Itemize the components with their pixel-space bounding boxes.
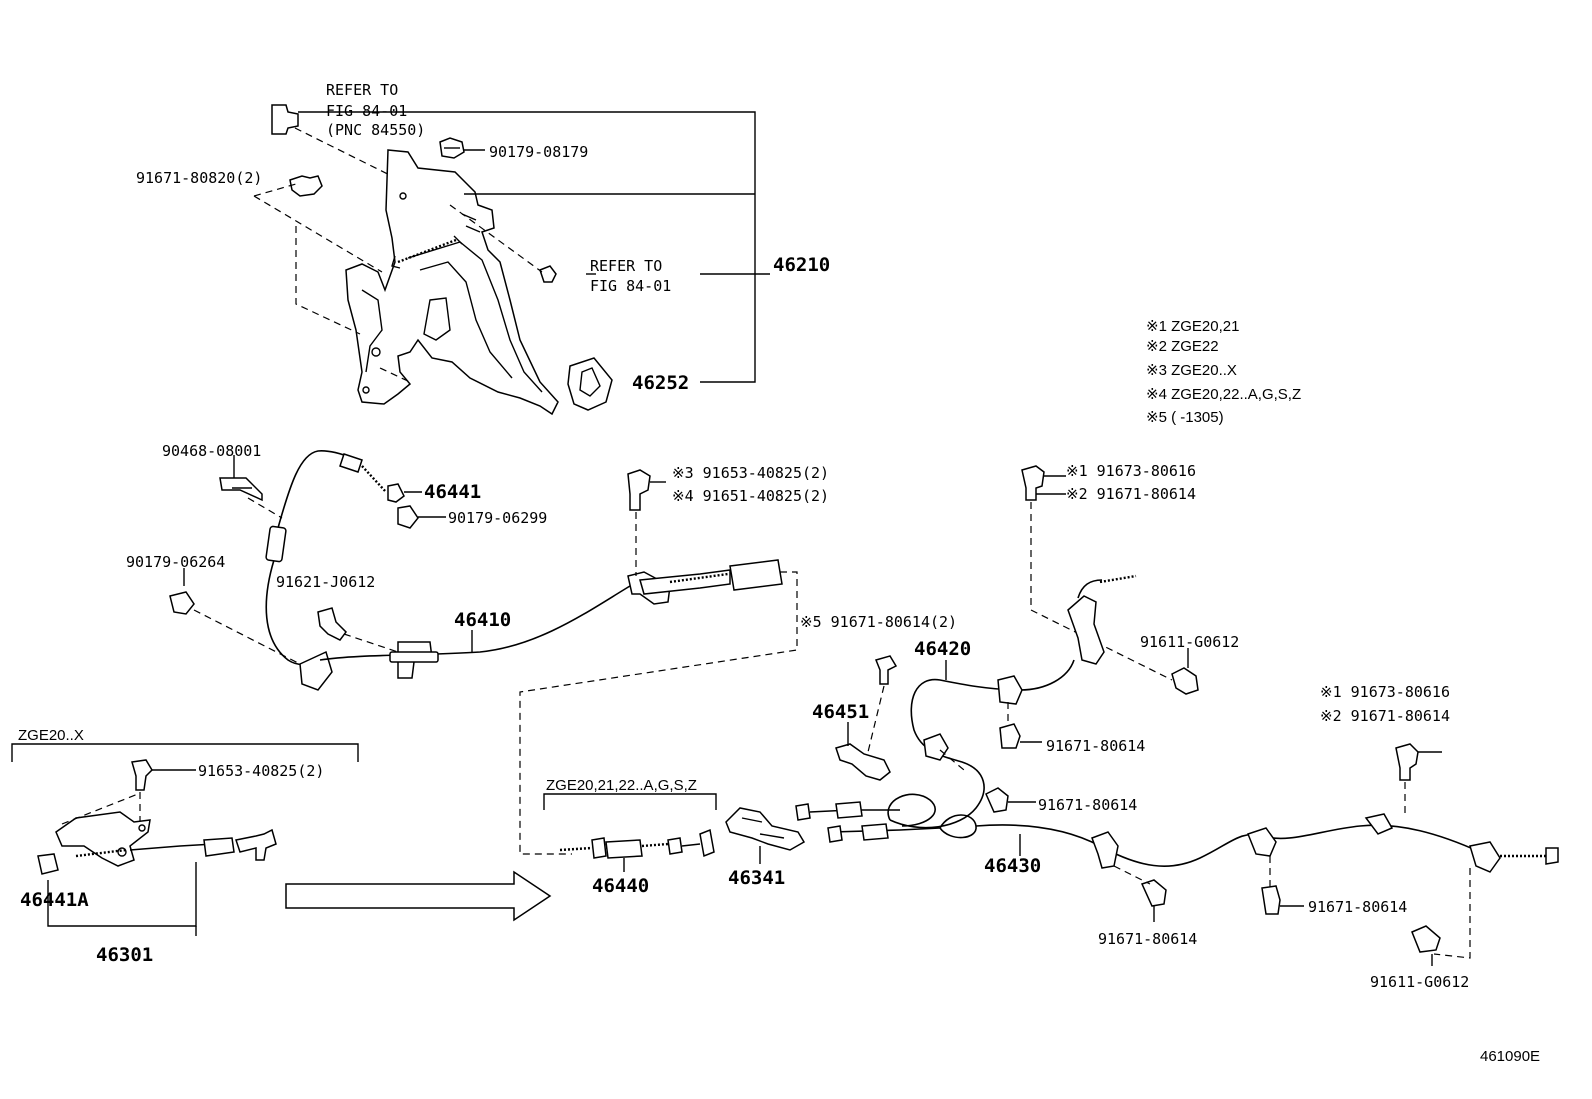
part-91671-80614-label-c: 91671-80614 (1098, 930, 1197, 948)
illustration-code: 461090E (1480, 1048, 1540, 1065)
part-46301-label: 46301 (96, 944, 153, 966)
part-91671-80614-label-a: 91671-80614 (1046, 737, 1145, 755)
part-46341-label: 46341 (728, 867, 785, 889)
part-90468-08001-label: 90468-08001 (162, 442, 261, 460)
part-46440-label: 46440 (592, 875, 649, 897)
part-91611-G0612-label: 91611-G0612 (1140, 633, 1239, 651)
left-group-labels: ZGE20..X 91653-40825(2) 46441A 46301 (18, 727, 324, 966)
refer-to-label-1b: FIG 84-01 (326, 102, 407, 120)
part-91671-80614-note2-label: ※2 91671-80614 (1066, 485, 1196, 503)
part-90179-06264-label: 90179-06264 (126, 553, 225, 571)
legend-note-4: ※4 ZGE20,22..A,G,S,Z (1146, 386, 1301, 403)
part-91671-80614-label-b: 91671-80614 (1038, 796, 1137, 814)
part-91671-80614-note5-label: ※5 91671-80614(2) (800, 613, 957, 631)
part-46210-label: 46210 (773, 254, 830, 276)
part-46441A-label: 46441A (20, 889, 89, 911)
part-46410-label: 46410 (454, 609, 511, 631)
refer-to-label-1c: (PNC 84550) (326, 121, 425, 139)
legend-note-2: ※2 ZGE22 (1146, 338, 1219, 355)
mid-group-labels: ZGE20,21,22..A,G,S,Z 46440 46341 (546, 777, 785, 897)
part-46451-label: 46451 (812, 701, 869, 723)
legend-notes: ※1 ZGE20,21 ※2 ZGE22 ※3 ZGE20..X ※4 ZGE2… (1146, 318, 1301, 426)
rear-cable-labels: ※1 91673-80616 ※2 91671-80614 91611-G061… (812, 462, 1469, 991)
pedal-assembly (253, 104, 770, 416)
legend-note-1: ※1 ZGE20,21 (1146, 318, 1239, 335)
mid-group (543, 793, 806, 872)
part-46420-label: 46420 (914, 638, 971, 660)
part-91673-80616-note1-label-right: ※1 91673-80616 (1320, 683, 1450, 701)
part-91653-40825-label: 91653-40825(2) (198, 762, 324, 780)
part-46430-label: 46430 (984, 855, 1041, 877)
part-91621-J0612-label: 91621-J0612 (276, 573, 375, 591)
part-46441-label: 46441 (424, 481, 481, 503)
refer-to-label-1a: REFER TO (326, 81, 398, 99)
rear-cable-assembly (795, 465, 1559, 966)
group-zge20x-title: ZGE20..X (18, 727, 84, 744)
right-arrow-icon (285, 870, 552, 922)
left-group (11, 743, 359, 936)
refer-to-label-2b: FIG 84-01 (590, 277, 671, 295)
part-91671-80820-label: 91671-80820(2) (136, 169, 262, 187)
part-91673-80616-note1-label: ※1 91673-80616 (1066, 462, 1196, 480)
part-90179-08179-label: 90179-08179 (489, 143, 588, 161)
group-zge20-21-22-title: ZGE20,21,22..A,G,S,Z (546, 777, 697, 794)
legend-note-3: ※3 ZGE20..X (1146, 362, 1237, 379)
part-91671-80614-note2-label-right: ※2 91671-80614 (1320, 707, 1450, 725)
front-cable-labels: 90468-08001 46441 90179-06299 90179-0626… (126, 442, 957, 631)
front-cable-assembly (169, 450, 798, 855)
legend-note-5: ※5 ( -1305) (1146, 409, 1224, 426)
part-91671-80614-label-d: 91671-80614 (1308, 898, 1407, 916)
refer-to-label-2a: REFER TO (590, 257, 662, 275)
part-46252-label: 46252 (632, 372, 689, 394)
part-91653-40825-note3-label: ※3 91653-40825(2) (672, 464, 829, 482)
part-90179-06299-label: 90179-06299 (448, 509, 547, 527)
pedal-labels: REFER TO FIG 84-01 (PNC 84550) 90179-081… (136, 81, 830, 394)
part-91651-40825-note4-label: ※4 91651-40825(2) (672, 487, 829, 505)
part-91611-G0612-label-right: 91611-G0612 (1370, 973, 1469, 991)
